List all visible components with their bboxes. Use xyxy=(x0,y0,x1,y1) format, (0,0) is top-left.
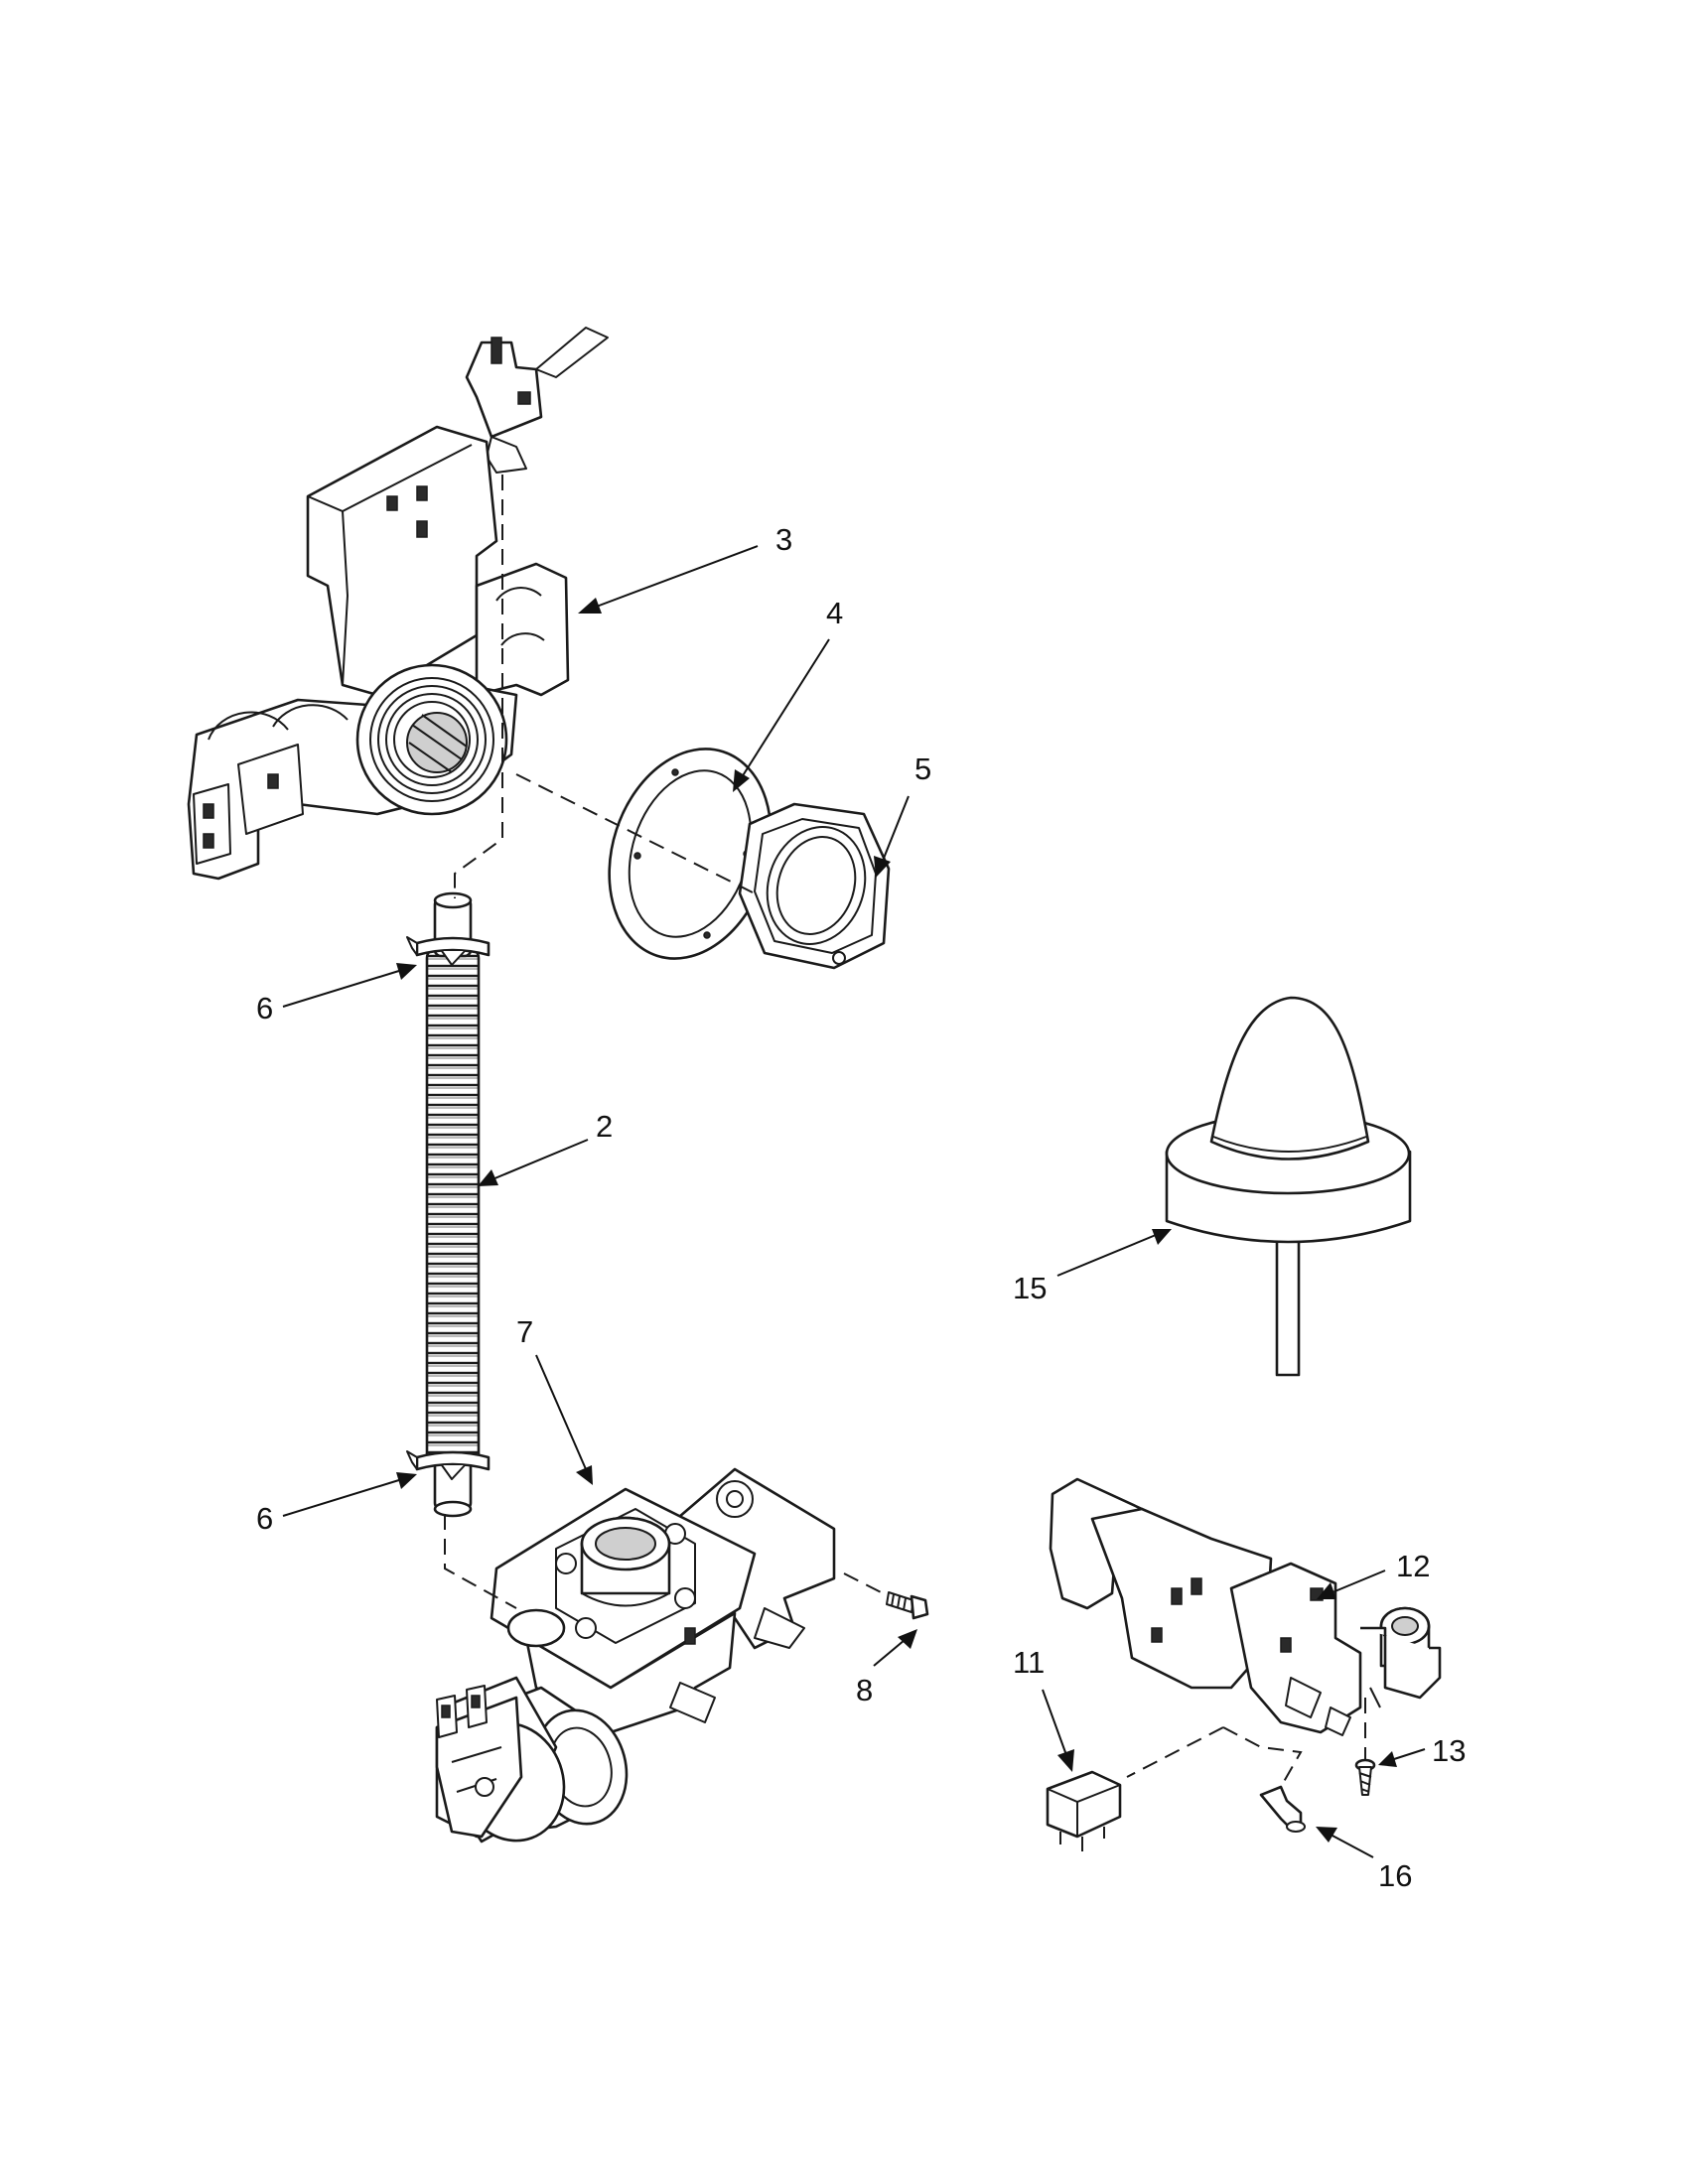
callout-6-bottom: 6 xyxy=(256,1501,273,1536)
part-12-bracket xyxy=(1049,1477,1442,1736)
assembly-lines xyxy=(444,475,1366,1788)
callout-13: 13 xyxy=(1432,1733,1466,1768)
part-16-lever xyxy=(1259,1785,1306,1833)
callout-6-top: 6 xyxy=(256,991,273,1025)
callout-8: 8 xyxy=(856,1673,873,1707)
callout-12: 12 xyxy=(1396,1549,1430,1583)
part-3-housing xyxy=(187,327,609,881)
callout-4: 4 xyxy=(826,596,843,630)
part-6-clamp-bottom xyxy=(406,1450,491,1480)
callout-15: 15 xyxy=(1013,1271,1047,1305)
part-7-valve xyxy=(435,1467,836,1843)
part-2-hose xyxy=(425,891,481,1518)
part-8-screw xyxy=(886,1591,929,1620)
callout-5: 5 xyxy=(914,751,931,786)
callout-16: 16 xyxy=(1378,1858,1412,1893)
part-15-float xyxy=(1165,996,1412,1377)
part-5-nut xyxy=(738,802,891,970)
callout-11: 11 xyxy=(1013,1645,1045,1680)
callout-3: 3 xyxy=(775,522,792,557)
part-11-switch xyxy=(1046,1770,1122,1851)
part-13-screw xyxy=(1354,1758,1376,1796)
part-6-clamp-top xyxy=(406,936,491,966)
callout-2: 2 xyxy=(596,1109,613,1144)
callout-leaders xyxy=(282,545,1426,1858)
callout-7: 7 xyxy=(516,1314,533,1349)
callout-labels: 3 4 5 6 2 6 7 8 15 12 11 13 16 xyxy=(256,522,1466,1893)
